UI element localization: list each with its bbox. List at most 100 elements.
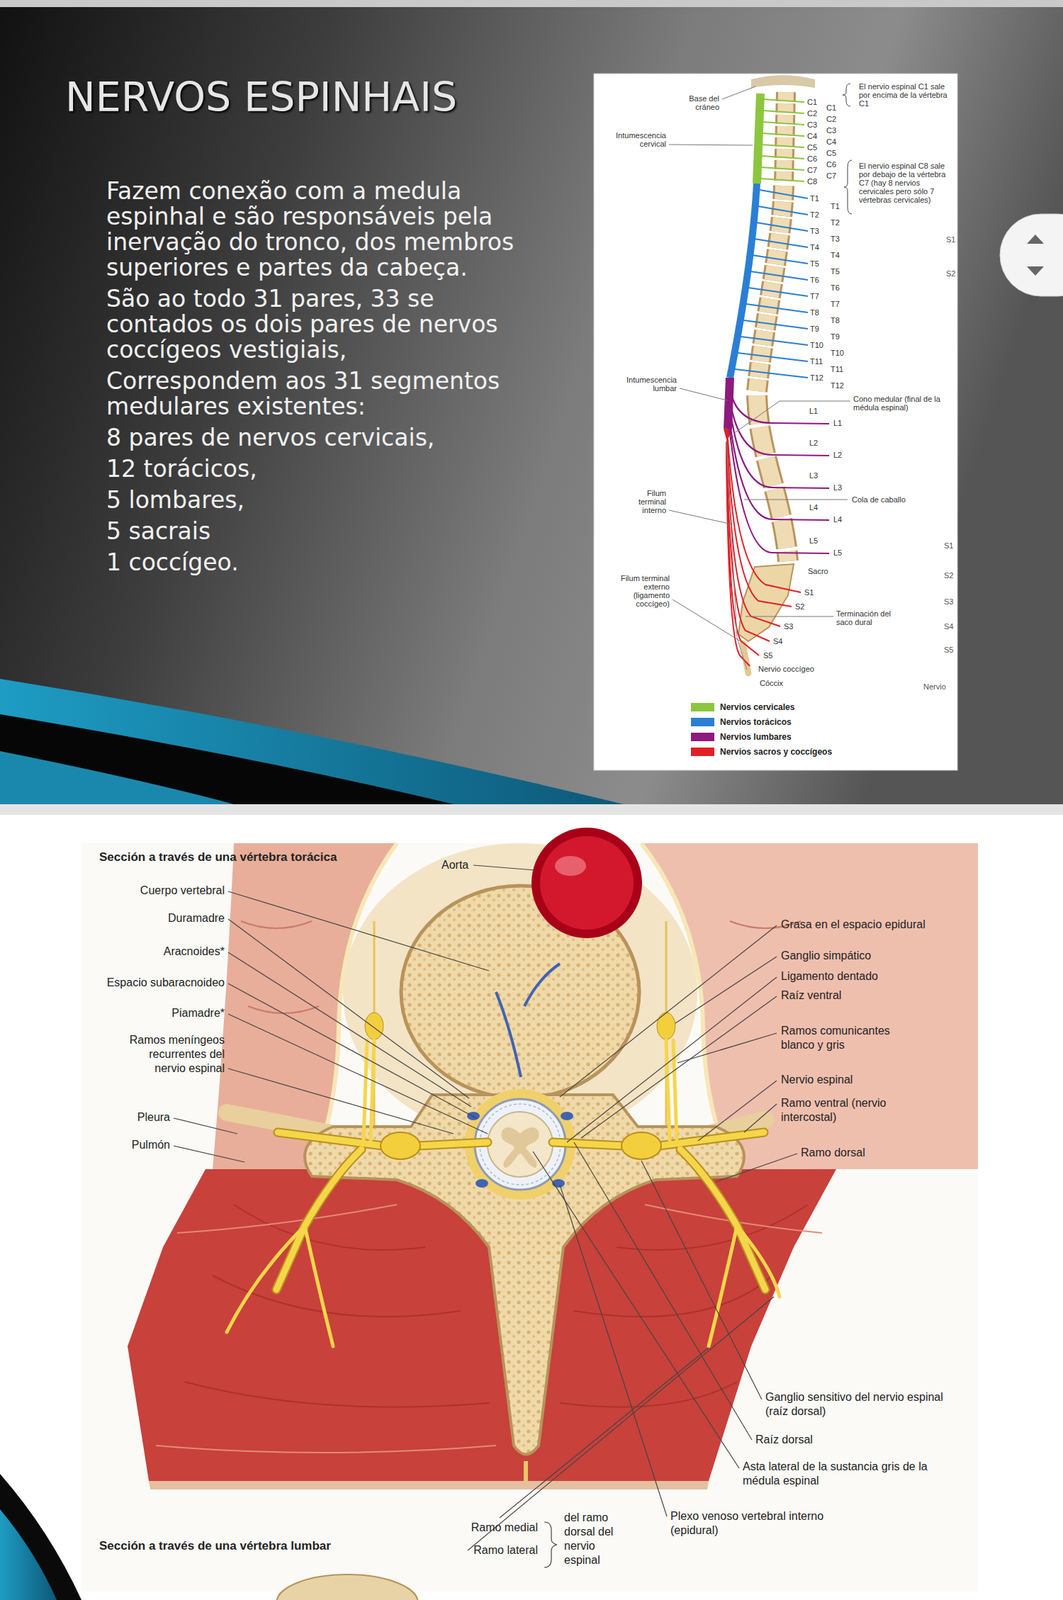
anatomy-label: Pulmón [131, 1138, 171, 1151]
section-panel-part [523, 1461, 528, 1482]
nerve-label: C6 [807, 154, 818, 163]
label-box: Asta lateral de la sustancia gris de la … [742, 1459, 949, 1489]
label-box: T12 [830, 381, 845, 390]
cropped-label: S1 [946, 235, 956, 244]
scroll-button [999, 214, 1063, 297]
slide-background-part [0, 751, 234, 805]
spine-panel-part-part [726, 442, 759, 656]
anatomy-label: Asta lateral de la sustancia gris de la … [742, 1460, 928, 1487]
anatomy-label: Piamadre* [171, 1007, 225, 1020]
vertebra-label: T12 [830, 381, 845, 390]
nerve-label: L4 [833, 515, 842, 524]
section-panel-part-part [698, 1080, 777, 1141]
label-box: T11 [830, 364, 844, 374]
label-box: C4 [826, 137, 837, 146]
label-box: L2 [833, 450, 842, 460]
section-panel-part-part [675, 956, 777, 1024]
spine-panel-part-part [744, 499, 848, 501]
section-panel-part-part [680, 1149, 766, 1290]
label-box: T6 [810, 275, 820, 285]
section-panel-part-part [212, 1275, 461, 1317]
anatomy-label: Ligamento dentado [780, 970, 879, 983]
bullet-box: São ao todo 31 pares, 33 se contados os … [106, 286, 518, 363]
bullet-text: 12 torácicos, [106, 454, 258, 483]
vertebra-label: T3 [830, 234, 840, 244]
spine-panel-part-part [729, 386, 830, 424]
label-box: C3 [826, 126, 837, 135]
vertebra-label: T4 [830, 250, 840, 260]
anatomy-label: Ramo medial [471, 1521, 538, 1534]
label-box: Ramos meníngeos recurrentes del nervio e… [118, 1033, 225, 1076]
section-panel-part [540, 836, 634, 930]
label-box: C6 [807, 154, 818, 163]
label-box: S1 [946, 235, 956, 244]
spine-panel-part-part [728, 411, 830, 521]
spine-panel-part-part [734, 369, 808, 378]
spine-panel-part-part [745, 616, 834, 618]
label-box: T2 [830, 218, 840, 227]
slide-background-part [0, 0, 1063, 8]
nerve-label: T5 [810, 259, 820, 268]
section-panel-part [311, 843, 397, 1170]
spine-panel-part-part [726, 442, 750, 667]
label-box: S2 [943, 571, 954, 580]
spine-panel [593, 73, 958, 771]
label-box: S5 [943, 645, 954, 655]
spine-panel-part [756, 395, 789, 562]
nerve-label: T8 [810, 308, 820, 317]
nerve-label: T7 [810, 291, 820, 301]
anatomy-label: Ramos comunicantes blanco y gris [780, 1024, 891, 1051]
bullet-text: Fazem conexão com a medula espinhal e sã… [106, 177, 514, 282]
label-box: S4 [773, 637, 783, 646]
spine-panel-part [593, 73, 958, 771]
label-box: T10 [810, 340, 824, 350]
section-panel-part-part [173, 1118, 238, 1134]
nerve-label: T3 [810, 226, 820, 236]
spine-panel-part [842, 83, 852, 215]
section-panel-part-part [228, 1014, 488, 1134]
section-panel-part [467, 1111, 480, 1121]
label-box: Ramos comunicantes blanco y gris [780, 1024, 923, 1053]
nerve-label: T9 [810, 324, 820, 334]
section-panel-part-part [228, 952, 472, 1107]
vertebra-label: C4 [826, 137, 837, 146]
anatomy-label: Cuerpo vertebral [140, 884, 225, 897]
legend-box: Nervios sacros y coccígeos [720, 746, 832, 757]
cropped-label: S1 [943, 541, 954, 550]
label-box: Cono medular (final de la médula espinal… [853, 394, 942, 412]
anatomy-label: Intumescencia lumbar [626, 375, 677, 393]
section-panel-part [81, 843, 978, 1592]
label-box: T1 [830, 201, 840, 211]
label-box: Sección a través de una vértebra lumbar [99, 1539, 331, 1554]
anatomy-label: Aorta [441, 858, 469, 871]
spine-panel-part-part [668, 510, 733, 525]
section-panel-part-part [228, 1068, 454, 1134]
nerve-label: S4 [773, 637, 783, 646]
label-box: T10 [830, 348, 845, 358]
section-panel-part-part [744, 1104, 777, 1133]
anatomy-label: Pleura [137, 1111, 171, 1124]
label-box: Plexo venoso vertebral interno (epidural… [670, 1509, 841, 1538]
label-box: Cóccix [759, 678, 784, 688]
anatomy-label: Cola de caballo [851, 495, 906, 504]
spine-panel-part-part [728, 420, 830, 554]
nerve-label: T12 [810, 373, 824, 382]
section-panel-part-part [581, 996, 777, 1139]
vertebra-label: T5 [830, 267, 840, 276]
bullet-text: 5 sacrais [106, 517, 211, 545]
label-box: C7 [826, 171, 837, 181]
anatomy-label: Duramadre [167, 912, 225, 925]
label-box: T9 [830, 332, 840, 341]
bullet-box: Fazem conexão com a medula espinhal e sã… [106, 178, 518, 281]
anatomy-label: Ramo ventral (nervio intercostal) [780, 1097, 887, 1124]
legend-box: Nervios torácicos [720, 717, 792, 728]
section-panel-part-part [737, 1225, 780, 1297]
section-panel-part [276, 1574, 419, 1600]
label-box: T7 [810, 291, 820, 301]
spine-panel-part-part [761, 155, 805, 159]
section-panel-part [656, 1012, 676, 1040]
scroll-button-part [1026, 266, 1044, 276]
spine-panel-part-part [761, 144, 805, 148]
note-text: El nervio espinal C8 sale por debajo de … [858, 161, 946, 205]
spine-panel-part-part [737, 352, 808, 362]
